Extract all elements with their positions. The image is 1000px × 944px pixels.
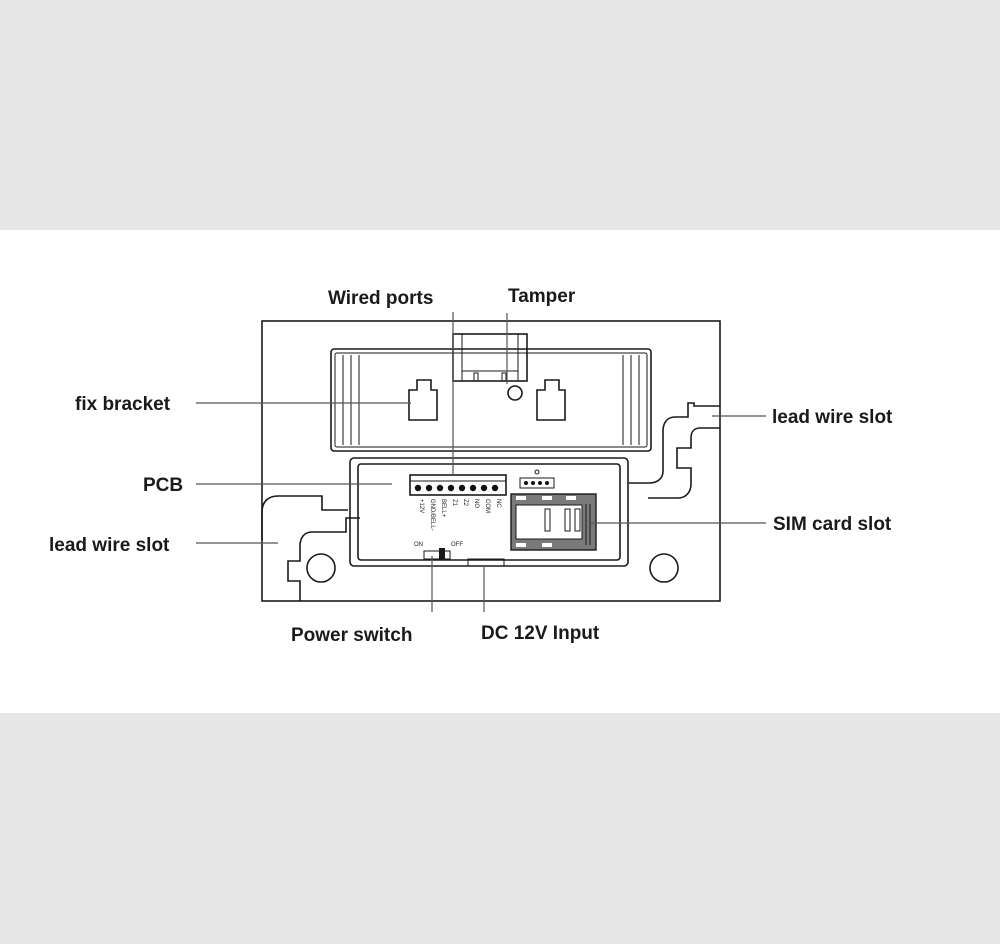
switch-on-label: ON bbox=[414, 542, 423, 548]
terminal-label: Z2 bbox=[462, 499, 468, 507]
white-band bbox=[0, 230, 1000, 713]
terminal-label: +12V bbox=[418, 499, 424, 513]
label-tamper: Tamper bbox=[508, 286, 576, 307]
power-switch: ON OFF bbox=[414, 542, 463, 560]
label-pcb: PCB bbox=[143, 475, 183, 496]
sim-card-holder bbox=[510, 493, 597, 551]
mount-hole-left bbox=[306, 553, 336, 583]
label-lead-wire-slot-right: lead wire slot bbox=[772, 407, 893, 428]
housing-outline bbox=[261, 320, 721, 602]
switch-off-label: OFF bbox=[451, 542, 463, 548]
leader-lines bbox=[196, 312, 766, 612]
bracket-slot-left bbox=[408, 379, 438, 421]
fix-bracket-plate bbox=[330, 348, 652, 452]
mount-hole-right bbox=[649, 553, 679, 583]
terminal-label: Z1 bbox=[451, 499, 457, 507]
terminal-legend: +12V GND/BELL- BELL+ Z1 Z2 NO COM NC bbox=[418, 499, 501, 531]
label-fix-bracket: fix bracket bbox=[75, 394, 171, 415]
header-pins bbox=[519, 469, 555, 489]
label-sim-card-slot: SIM card slot bbox=[773, 514, 892, 535]
terminal-label: BELL+ bbox=[440, 499, 446, 518]
terminal-label: COM bbox=[484, 499, 490, 513]
bracket-slot-right bbox=[536, 379, 566, 421]
dc-input-jack bbox=[467, 558, 505, 567]
label-lead-wire-slot-left: lead wire slot bbox=[49, 535, 170, 556]
label-dc-input: DC 12V Input bbox=[481, 623, 600, 644]
lead-wire-channel-right bbox=[629, 402, 720, 484]
lead-wire-channel-left bbox=[287, 517, 360, 601]
tamper-switch bbox=[452, 333, 528, 401]
label-wired-ports: Wired ports bbox=[328, 288, 433, 309]
terminal-label: NO bbox=[473, 499, 479, 508]
terminal-label: GND/BELL- bbox=[429, 499, 435, 531]
terminal-block bbox=[409, 474, 507, 496]
label-power-switch: Power switch bbox=[291, 625, 412, 646]
terminal-label: NC bbox=[495, 499, 501, 508]
